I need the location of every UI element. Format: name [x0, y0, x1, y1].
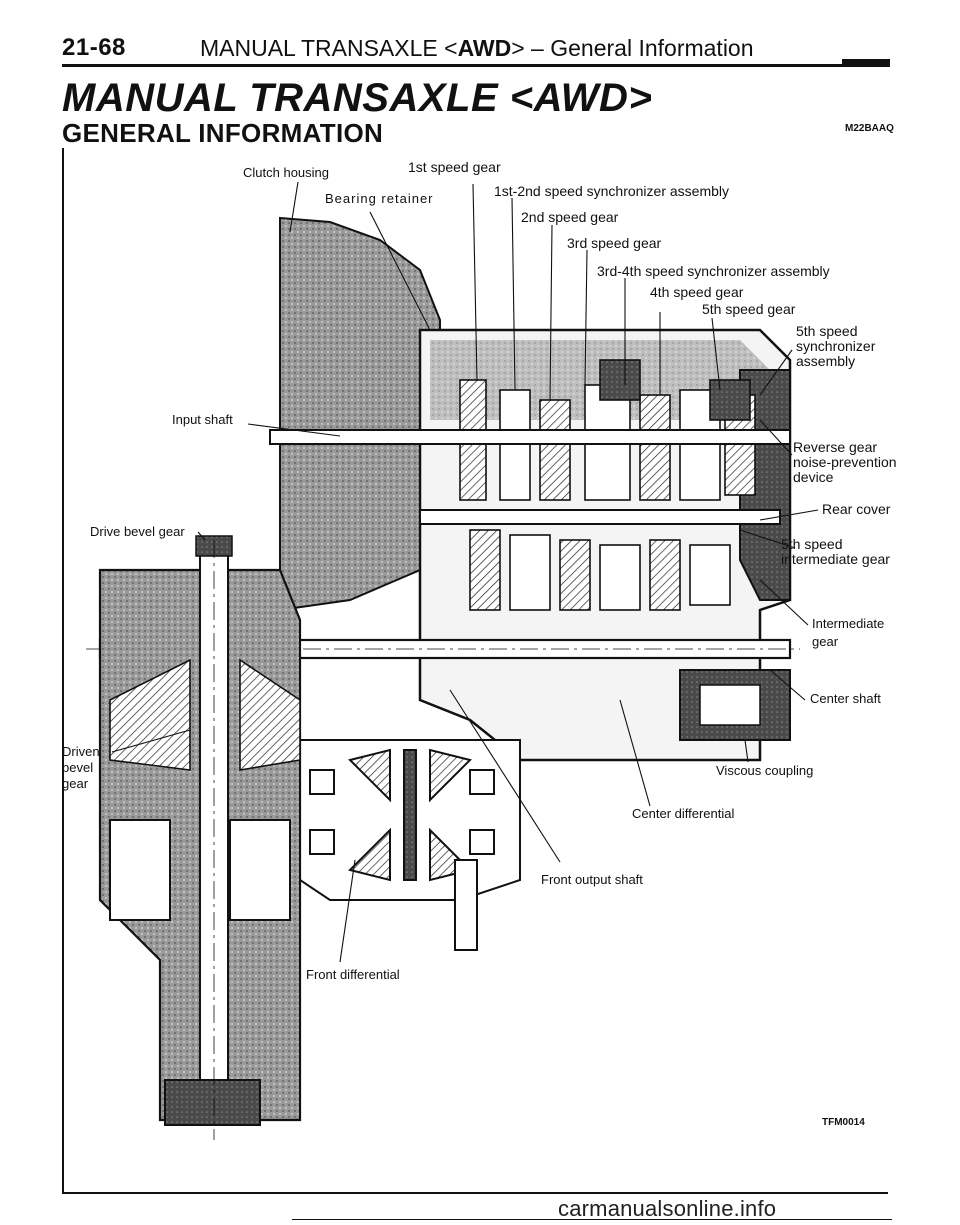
running-title-bold: AWD — [457, 35, 512, 61]
label-fifth-sync-line1: 5th speed — [796, 323, 858, 339]
label-fifth-sync-line3: assembly — [796, 353, 856, 369]
label-fifth-sync-line2: synchronizer — [796, 338, 876, 354]
label-front-output-shaft: Front output shaft — [541, 872, 643, 887]
label-driven-line1: Driven — [62, 744, 100, 759]
label-fifth-inter-line2: intermediate gear — [781, 551, 890, 567]
label-viscous-coupling: Viscous coupling — [716, 763, 814, 778]
left-margin-rule — [62, 148, 64, 1193]
running-title-suffix: > – General Information — [511, 35, 754, 61]
label-reverse-line1: Reverse gear — [793, 439, 878, 455]
input-shaft-shape — [269, 429, 791, 445]
label-front-differential: Front differential — [306, 967, 400, 982]
label-fourth-speed-gear: 4th speed gear — [650, 284, 744, 300]
label-sync-3-4: 3rd-4th speed synchronizer assembly — [597, 263, 830, 279]
bottom-rule — [62, 1192, 888, 1194]
section-code: M22BAAQ — [845, 123, 894, 134]
label-fifth-inter-line1: 5th speed — [781, 536, 843, 552]
label-intermediate-line2: gear — [812, 634, 839, 649]
page-title: MANUAL TRANSAXLE <AWD> — [62, 76, 653, 120]
section-title: GENERAL INFORMATION — [62, 118, 384, 148]
running-title-prefix: MANUAL TRANSAXLE < — [200, 35, 458, 61]
label-driven-line2: bevel — [62, 760, 94, 775]
figure-code: TFM0014 — [822, 1117, 865, 1128]
label-clutch-housing: Clutch housing — [243, 165, 329, 180]
label-center-shaft: Center shaft — [810, 691, 881, 706]
header-rule-accent — [842, 59, 890, 64]
label-fifth-speed-gear: 5th speed gear — [702, 301, 796, 317]
label-rear-cover: Rear cover — [822, 501, 891, 517]
footer-watermark: carmanualsonline.info — [558, 1196, 777, 1221]
label-reverse-line3: device — [793, 469, 834, 485]
label-third-speed-gear: 3rd speed gear — [567, 235, 662, 251]
main-gear-train — [459, 359, 756, 501]
label-second-speed-gear: 2nd speed gear — [521, 209, 619, 225]
clutch-housing-shape — [279, 216, 441, 612]
page-number: 21-68 — [62, 34, 126, 61]
label-reverse-line2: noise-prevention — [793, 454, 897, 470]
lower-gear-train — [469, 529, 731, 611]
page-header: 21-68 MANUAL TRANSAXLE <AWD> – General I… — [62, 34, 892, 68]
label-sync-1-2: 1st-2nd speed synchronizer assembly — [494, 183, 730, 199]
front-output-shaft-shape — [454, 859, 478, 951]
footer-rule — [292, 1219, 892, 1220]
leader-lines — [111, 181, 819, 963]
center-differential-shape — [299, 739, 521, 901]
label-bearing-retainer: Bearing retainer — [325, 191, 434, 206]
label-driven-line3: gear — [62, 776, 89, 791]
label-center-differential: Center differential — [632, 806, 735, 821]
label-drive-bevel-gear: Drive bevel gear — [90, 524, 185, 539]
label-intermediate-line1: Intermediate — [812, 616, 885, 631]
intermediate-shaft-shape — [419, 509, 781, 525]
driven-bevel-gear-shape — [109, 658, 191, 771]
running-title: MANUAL TRANSAXLE <AWD> – General Informa… — [200, 35, 754, 62]
label-first-speed-gear: 1st speed gear — [408, 159, 501, 175]
label-input-shaft: Input shaft — [172, 412, 233, 427]
header-rule — [62, 64, 890, 67]
